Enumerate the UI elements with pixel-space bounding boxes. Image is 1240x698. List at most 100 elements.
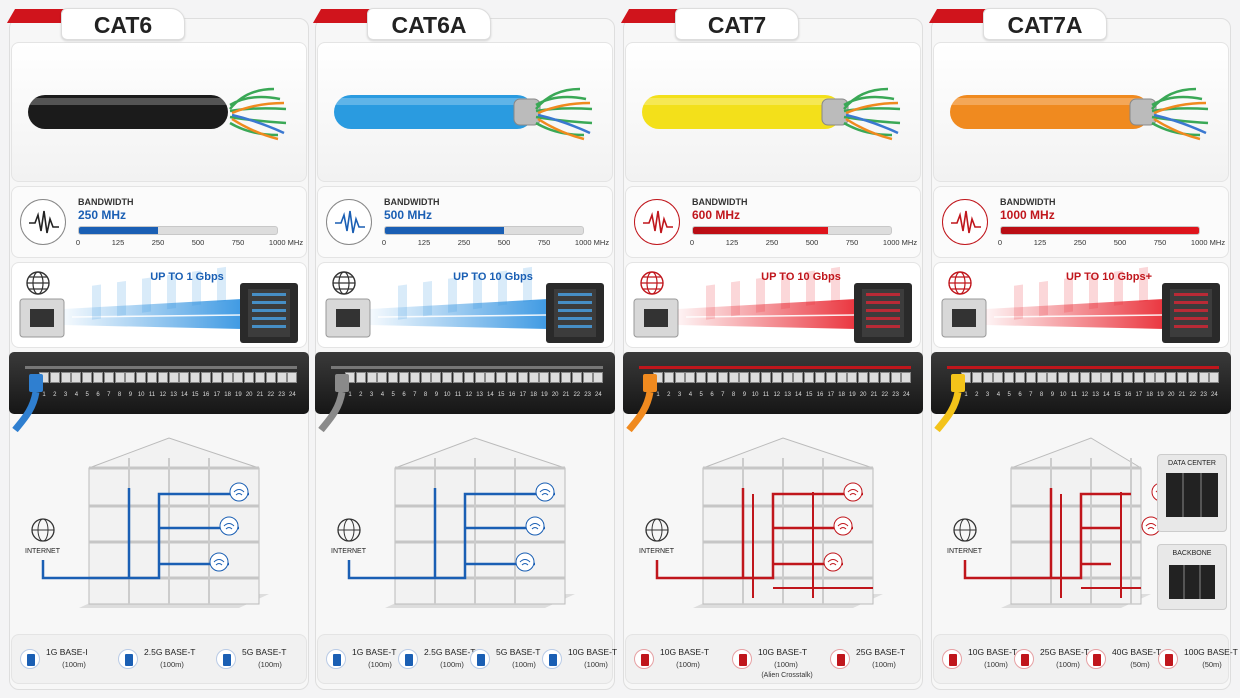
patch-port[interactable] — [420, 372, 431, 383]
patch-port[interactable] — [93, 372, 103, 383]
patch-port[interactable] — [1101, 372, 1112, 383]
patch-port[interactable] — [377, 372, 388, 383]
patch-port[interactable] — [431, 372, 442, 383]
patch-port[interactable] — [663, 372, 674, 383]
port-number: 2 — [667, 392, 671, 398]
patch-port[interactable] — [474, 372, 485, 383]
patch-port[interactable] — [1209, 372, 1220, 383]
bandwidth-bar — [384, 226, 584, 235]
patch-port[interactable] — [1058, 372, 1069, 383]
patch-port[interactable] — [388, 372, 399, 383]
patch-port[interactable] — [1025, 372, 1036, 383]
patch-port[interactable] — [82, 372, 93, 383]
patch-port[interactable] — [815, 372, 825, 383]
patch-port[interactable] — [114, 372, 125, 383]
patch-port[interactable] — [211, 372, 222, 383]
port-number: 16 — [1124, 392, 1132, 398]
patch-port[interactable] — [1198, 372, 1209, 383]
patch-port[interactable] — [157, 372, 168, 383]
patch-port[interactable] — [125, 372, 136, 383]
patch-port[interactable] — [147, 372, 157, 383]
patch-port[interactable] — [1069, 372, 1079, 383]
patch-port[interactable] — [1133, 372, 1144, 383]
patch-port[interactable] — [1036, 372, 1047, 383]
port-number: 24 — [289, 392, 296, 398]
patch-port[interactable] — [276, 372, 287, 383]
patch-port[interactable] — [804, 372, 815, 383]
patch-port[interactable] — [507, 372, 517, 383]
patch-port[interactable] — [879, 372, 890, 383]
patch-port[interactable] — [409, 372, 420, 383]
patch-port[interactable] — [739, 372, 750, 383]
patch-port[interactable] — [71, 372, 82, 383]
patch-port[interactable] — [190, 372, 201, 383]
patch-port[interactable] — [60, 372, 71, 383]
patch-port[interactable] — [255, 372, 265, 383]
patch-port[interactable] — [103, 372, 114, 383]
patch-port[interactable] — [399, 372, 409, 383]
patch-port[interactable] — [179, 372, 190, 383]
patch-port[interactable] — [901, 372, 912, 383]
patch-port[interactable] — [168, 372, 179, 383]
patch-port[interactable] — [463, 372, 474, 383]
patch-port[interactable] — [528, 372, 539, 383]
patch-port[interactable] — [49, 372, 60, 383]
patch-port[interactable] — [890, 372, 901, 383]
globe-icon — [332, 271, 356, 295]
patch-port[interactable] — [771, 372, 782, 383]
port-number: 22 — [881, 392, 889, 398]
patch-port[interactable] — [136, 372, 147, 383]
patch-port[interactable] — [593, 372, 604, 383]
patch-port[interactable] — [1177, 372, 1187, 383]
patch-port[interactable] — [707, 372, 717, 383]
patch-port[interactable] — [685, 372, 696, 383]
patch-port[interactable] — [1004, 372, 1015, 383]
patch-port[interactable] — [993, 372, 1004, 383]
patch-port[interactable] — [674, 372, 685, 383]
patch-port[interactable] — [750, 372, 761, 383]
patch-port[interactable] — [1166, 372, 1177, 383]
patch-port[interactable] — [858, 372, 869, 383]
patch-port[interactable] — [222, 372, 233, 383]
patch-port[interactable] — [782, 372, 793, 383]
patch-port[interactable] — [571, 372, 582, 383]
patch-port[interactable] — [696, 372, 707, 383]
patch-port[interactable] — [539, 372, 550, 383]
patch-port[interactable] — [717, 372, 728, 383]
patch-port[interactable] — [244, 372, 255, 383]
patch-port[interactable] — [836, 372, 847, 383]
patch-port[interactable] — [453, 372, 463, 383]
patch-port[interactable] — [201, 372, 211, 383]
patch-port[interactable] — [728, 372, 739, 383]
patch-port[interactable] — [847, 372, 858, 383]
patch-port[interactable] — [265, 372, 276, 383]
patch-port[interactable] — [1015, 372, 1025, 383]
patch-port[interactable] — [233, 372, 244, 383]
patch-port[interactable] — [982, 372, 993, 383]
patch-port[interactable] — [550, 372, 561, 383]
patch-port[interactable] — [582, 372, 593, 383]
patch-port[interactable] — [1047, 372, 1058, 383]
port-number: 11 — [454, 392, 462, 398]
patch-port[interactable] — [1079, 372, 1090, 383]
patch-port[interactable] — [517, 372, 528, 383]
patch-port[interactable] — [1144, 372, 1155, 383]
patch-port[interactable] — [869, 372, 879, 383]
patch-port[interactable] — [1112, 372, 1123, 383]
patch-port[interactable] — [825, 372, 836, 383]
patch-port[interactable] — [1155, 372, 1166, 383]
patch-port[interactable] — [561, 372, 571, 383]
patch-port[interactable] — [355, 372, 366, 383]
port-number: 20 — [859, 392, 867, 398]
patch-port[interactable] — [485, 372, 496, 383]
patch-port[interactable] — [793, 372, 804, 383]
patch-port[interactable] — [971, 372, 982, 383]
patch-port[interactable] — [1123, 372, 1133, 383]
patch-port[interactable] — [442, 372, 453, 383]
patch-port[interactable] — [761, 372, 771, 383]
patch-port[interactable] — [496, 372, 507, 383]
patch-port[interactable] — [1187, 372, 1198, 383]
patch-port[interactable] — [287, 372, 298, 383]
patch-port[interactable] — [1090, 372, 1101, 383]
patch-port[interactable] — [366, 372, 377, 383]
